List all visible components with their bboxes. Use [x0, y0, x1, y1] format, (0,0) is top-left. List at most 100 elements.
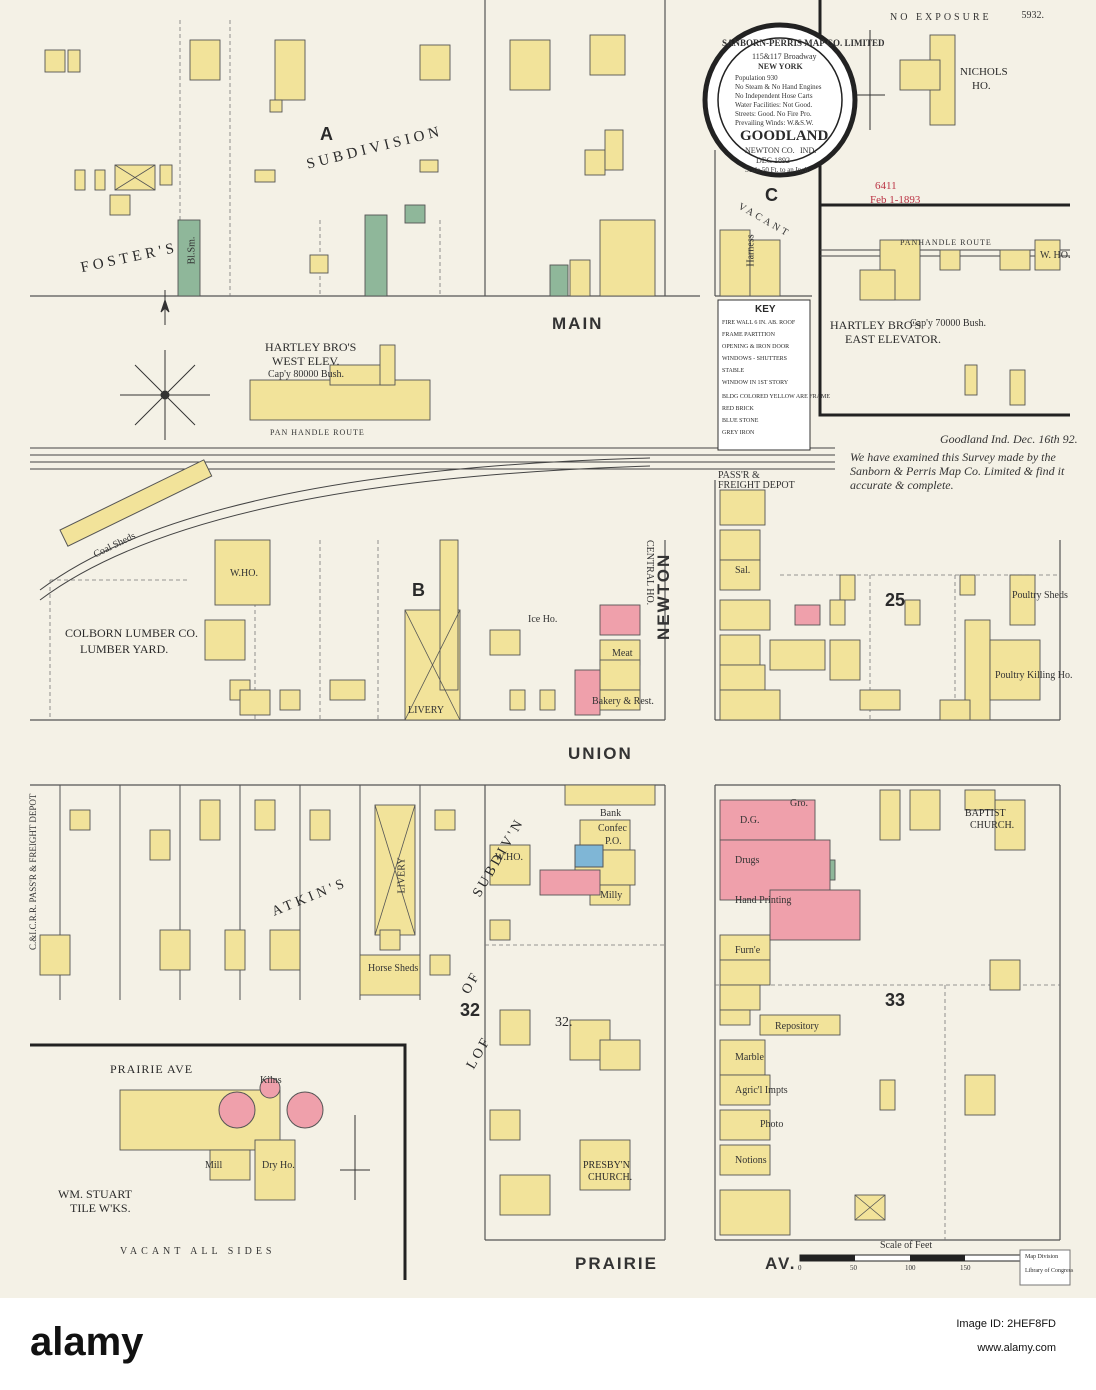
sal-label: Sal. — [735, 565, 751, 576]
agric-label: Agric'l Impts — [735, 1085, 788, 1096]
hartley-west-label: HARTLEY BRO'S — [265, 340, 357, 354]
image-id: Image ID: 2HEF8FD — [956, 1318, 1056, 1330]
street-newton: NEWTON — [654, 552, 673, 640]
nichols-label: NICHOLS — [960, 66, 1008, 78]
milly-label: Milly — [600, 890, 623, 901]
livery-b: LIVERY — [408, 705, 445, 716]
panhandle-route-east: PANHANDLE ROUTE — [900, 238, 992, 247]
library-stamp — [1019, 1249, 1071, 1286]
coal-sheds — [59, 459, 213, 547]
street-lines — [30, 0, 1061, 1241]
library-stamp-2: Library of Congress — [1025, 1268, 1074, 1274]
key-line-9: BLUE STONE — [722, 418, 759, 424]
certification-line-2: We have examined this Survey made by the — [850, 450, 1056, 464]
north-arrow-east — [340, 30, 885, 1200]
scale-tick-50: 50 — [850, 1264, 857, 1272]
no-exposure-note: NO EXPOSURE — [890, 12, 992, 23]
scale-tick-100: 100 — [905, 1264, 916, 1272]
hartley-east-label: HARTLEY BRO'S — [830, 318, 922, 332]
block-a: A — [320, 124, 333, 144]
depot-label: PASS'R & — [718, 470, 760, 481]
seal-city: NEW YORK — [758, 62, 803, 71]
seal-scale: Scale 50 Ft. to an Inch — [745, 166, 808, 174]
seal-ring-text: SANBORN-PERRIS MAP CO. LIMITED — [722, 38, 885, 48]
stone-building — [574, 844, 604, 868]
map-sheet: 5932. NO EXPOSURE SANBORN-PERRIS MAP CO.… — [0, 0, 1096, 1298]
railroad-tracks — [30, 249, 1070, 601]
stuart-label: WM. STUART — [58, 1187, 132, 1201]
kilns — [218, 1077, 324, 1129]
dg-label: D.G. — [740, 815, 760, 826]
poultry-killing-label: Poultry Killing Ho. — [995, 670, 1073, 681]
gro-label: Gro. — [790, 798, 809, 809]
brick-buildings — [539, 604, 861, 941]
central-ho-label: CENTRAL HO. — [644, 540, 655, 606]
kilns-label: Kilns — [260, 1075, 282, 1086]
received-stamp-2: Feb 1-1893 — [870, 194, 921, 206]
meat-label: Meat — [612, 648, 633, 659]
seal-line-2: No Steam & No Hand Engines — [735, 83, 822, 91]
key-line-2: FRAME PARTITION — [722, 332, 775, 338]
who-ne: W. HO. — [1040, 250, 1071, 261]
lof-32-label: 32. — [555, 1015, 573, 1030]
street-prairie-av: AV. — [765, 1254, 797, 1273]
scale-bar — [799, 1254, 1021, 1262]
photo-label: Photo — [760, 1119, 784, 1130]
frame-buildings — [39, 34, 1061, 1236]
horse-sheds-label: Horse Sheds — [368, 963, 419, 974]
certification-date: Goodland Ind. Dec. 16th 92. — [940, 432, 1078, 446]
key-line-7: BLDG COLORED YELLOW ARE FRAME — [722, 394, 830, 400]
certification-line-3: Sanborn & Perris Map Co. Limited & find … — [850, 464, 1065, 478]
marble-label: Marble — [735, 1052, 764, 1063]
vacant-all-sides: VACANT ALL SIDES — [120, 1246, 276, 1257]
stock-url[interactable]: www.alamy.com — [977, 1342, 1056, 1354]
depot-label-2: FREIGHT DEPOT — [718, 480, 795, 491]
certification-line-4: accurate & complete. — [850, 478, 954, 492]
confec-label: Confec — [598, 823, 627, 834]
key-line-5: STABLE — [722, 368, 745, 374]
seal-line-6: Prevailing Winds: W.&S.W. — [735, 119, 814, 127]
bakery-label: Bakery & Rest. — [592, 696, 654, 707]
title-seal — [702, 22, 858, 178]
block-c: C — [765, 185, 778, 205]
key-line-8: RED BRICK — [722, 406, 754, 412]
presbyn-label-2: CHURCH. — [588, 1172, 633, 1183]
key-title: KEY — [755, 304, 776, 315]
who-32: W.HO. — [495, 852, 523, 863]
livery-atkins: LIVERY — [396, 857, 408, 894]
key-line-3: OPENING & IRON DOOR — [722, 344, 790, 350]
cei-depot-label: C.&I.C.R.R. PASS'R & FREIGHT DEPOT — [28, 793, 38, 950]
bank-label: Bank — [600, 808, 622, 819]
received-stamp-1: 6411 — [875, 180, 897, 192]
street-union: UNION — [568, 744, 633, 763]
library-stamp-1: Map Division — [1025, 1254, 1059, 1260]
drugs-label: Drugs — [735, 855, 760, 866]
block-32: 32 — [460, 1000, 481, 1020]
who-b: W.HO. — [230, 568, 258, 579]
alamy-logo[interactable]: alamy — [30, 1320, 144, 1364]
blacksmith-label: Bl.Sm. — [186, 236, 198, 265]
seal-address: 115&117 Broadway — [752, 52, 817, 61]
seal-line-3: No Independent Hose Carts — [735, 92, 813, 100]
hartley-east-label-2: EAST ELEVATOR. — [845, 332, 942, 346]
baptist-label-2: CHURCH. — [970, 820, 1015, 831]
fire-insurance-map — [30, 0, 1071, 1286]
seal-line-1: Population 930 — [735, 74, 778, 82]
hartley-west-label-2: WEST ELEV. — [272, 354, 340, 368]
stuart-label-2: TILE W'KS. — [70, 1201, 131, 1215]
compass-rose — [120, 290, 210, 440]
seal-state: IND. — [800, 146, 817, 155]
presbyn-label: PRESBY'N — [583, 1160, 630, 1171]
baptist-label: BAPTIST — [965, 808, 1006, 819]
panhandle-route: PAN HANDLE ROUTE — [270, 428, 365, 437]
ice-ho-label: Ice Ho. — [528, 614, 558, 625]
hand-printing-label: Hand Printing — [735, 895, 792, 906]
seal-line-5: Streets: Good. No Fire Pro. — [735, 110, 812, 118]
street-prairie-ave: PRAIRIE AVE — [110, 1062, 194, 1076]
block-b: B — [412, 580, 425, 600]
repository-label: Repository — [775, 1021, 819, 1032]
key-box — [717, 299, 811, 451]
notions-label: Notions — [735, 1155, 767, 1166]
nichols-label-2: HO. — [972, 80, 991, 92]
key-line-1: FIRE WALL 6 IN. AB. ROOF — [722, 320, 796, 326]
